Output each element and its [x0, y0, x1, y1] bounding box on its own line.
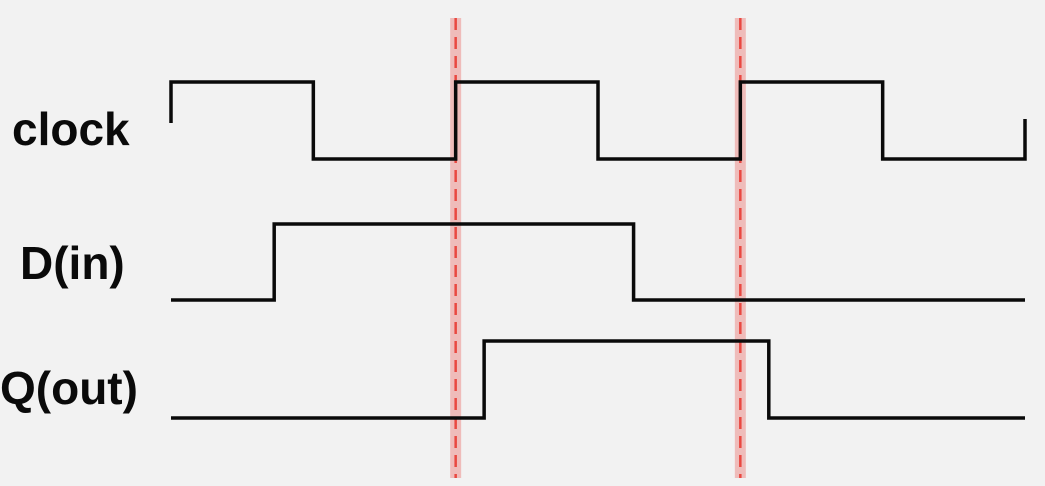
- d-input-signal-label: D(in): [20, 237, 125, 289]
- q-output-signal-label: Q(out): [0, 362, 138, 414]
- trace-layer: [169, 80, 1027, 420]
- clock-waveform: [169, 80, 1027, 161]
- q-waveform: [171, 339, 1025, 420]
- clock-signal-label: clock: [12, 103, 130, 155]
- d-waveform: [171, 222, 1025, 302]
